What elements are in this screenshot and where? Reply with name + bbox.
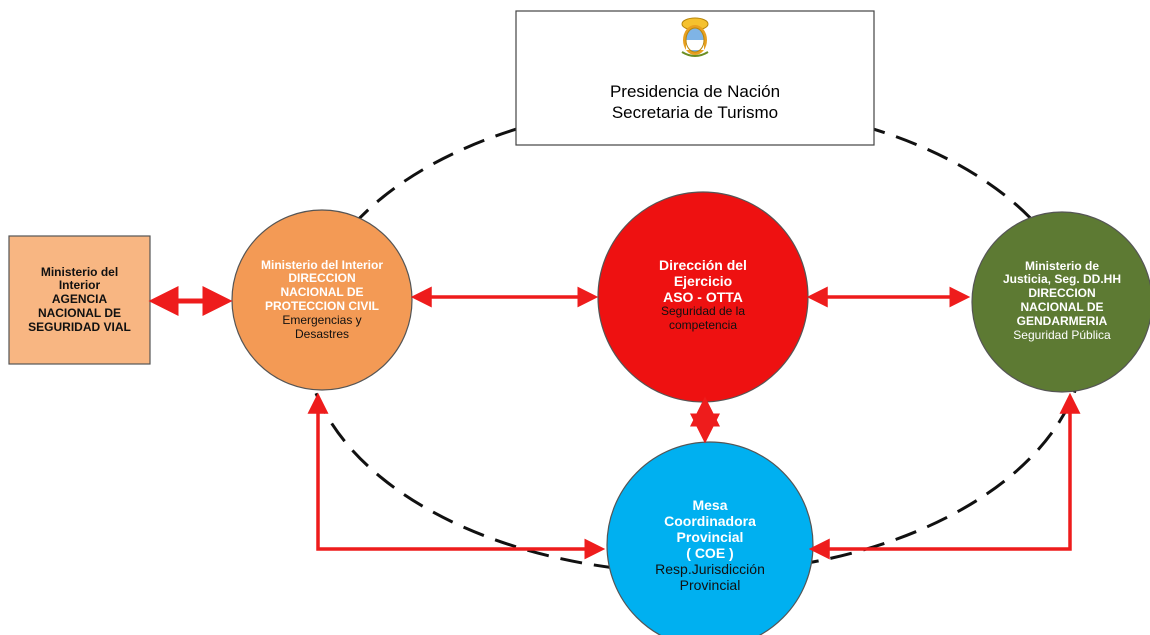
justicia-line-4: NACIONAL DE — [1020, 300, 1104, 314]
interior-line-1: Ministerio del Interior — [260, 257, 383, 272]
ejercicio-line-1: Dirección del — [659, 257, 747, 274]
justicia-line-6: Seguridad Pública — [1013, 327, 1111, 342]
arrow-mesa-justicia — [808, 392, 1081, 560]
mesa-line-6: Provincial — [679, 577, 741, 594]
agencia-line-4: NACIONAL DE — [37, 305, 122, 320]
interior-line-3: NACIONAL DE — [280, 285, 364, 300]
mesa-label: Mesa Coordinadora Provincial ( COE ) Res… — [600, 470, 820, 620]
interior-label: Ministerio del Interior DIRECCION NACION… — [232, 240, 412, 360]
ejercicio-line-4: Seguridad de la — [660, 304, 746, 319]
justicia-line-5: GENDARMERIA — [1016, 313, 1108, 328]
agencia-line-2: Interior — [58, 278, 101, 293]
presidencia-line-2: Secretaria de Turismo — [611, 103, 779, 122]
agencia-line-1: Ministerio del — [40, 264, 119, 279]
ejercicio-line-5: competencia — [668, 318, 738, 333]
interior-line-2: DIRECCION — [288, 271, 356, 286]
arrow-mesa-interior — [307, 392, 606, 560]
ejercicio-line-3: ASO - OTTA — [663, 289, 743, 306]
mesa-line-4: ( COE ) — [686, 545, 734, 561]
justicia-line-1: Ministerio de — [1024, 258, 1099, 273]
mesa-line-3: Provincial — [676, 528, 744, 545]
ejercicio-line-2: Ejercicio — [673, 273, 733, 290]
argentina-coat-of-arms-icon — [681, 17, 709, 57]
interior-line-4: PROTECCION CIVIL — [264, 299, 379, 313]
presidencia-label: Presidencia de Nación Secretaria de Turi… — [516, 62, 874, 142]
agencia-line-3: AGENCIA — [51, 292, 108, 307]
agencia-line-5: SEGURIDAD VIAL — [28, 319, 131, 334]
agencia-label: Ministerio del Interior AGENCIA NACIONAL… — [9, 236, 150, 364]
mesa-line-5: Resp.Jurisdicción — [655, 561, 765, 578]
justicia-label: Ministerio de Justicia, Seg. DD.HH DIREC… — [972, 236, 1150, 366]
ejercicio-label: Dirección del Ejercicio ASO - OTTA Segur… — [608, 240, 798, 350]
justicia-line-3: DIRECCION — [1028, 286, 1096, 301]
mesa-line-2: Coordinadora — [664, 512, 756, 529]
interior-line-5: Emergencias y — [282, 312, 362, 327]
presidencia-line-1: Presidencia de Nación — [609, 81, 781, 101]
justicia-line-2: Justicia, Seg. DD.HH — [1002, 272, 1122, 287]
mesa-line-1: Mesa — [692, 496, 728, 513]
justicia-circle — [971, 211, 1150, 393]
interior-line-6: Desastres — [294, 326, 350, 341]
